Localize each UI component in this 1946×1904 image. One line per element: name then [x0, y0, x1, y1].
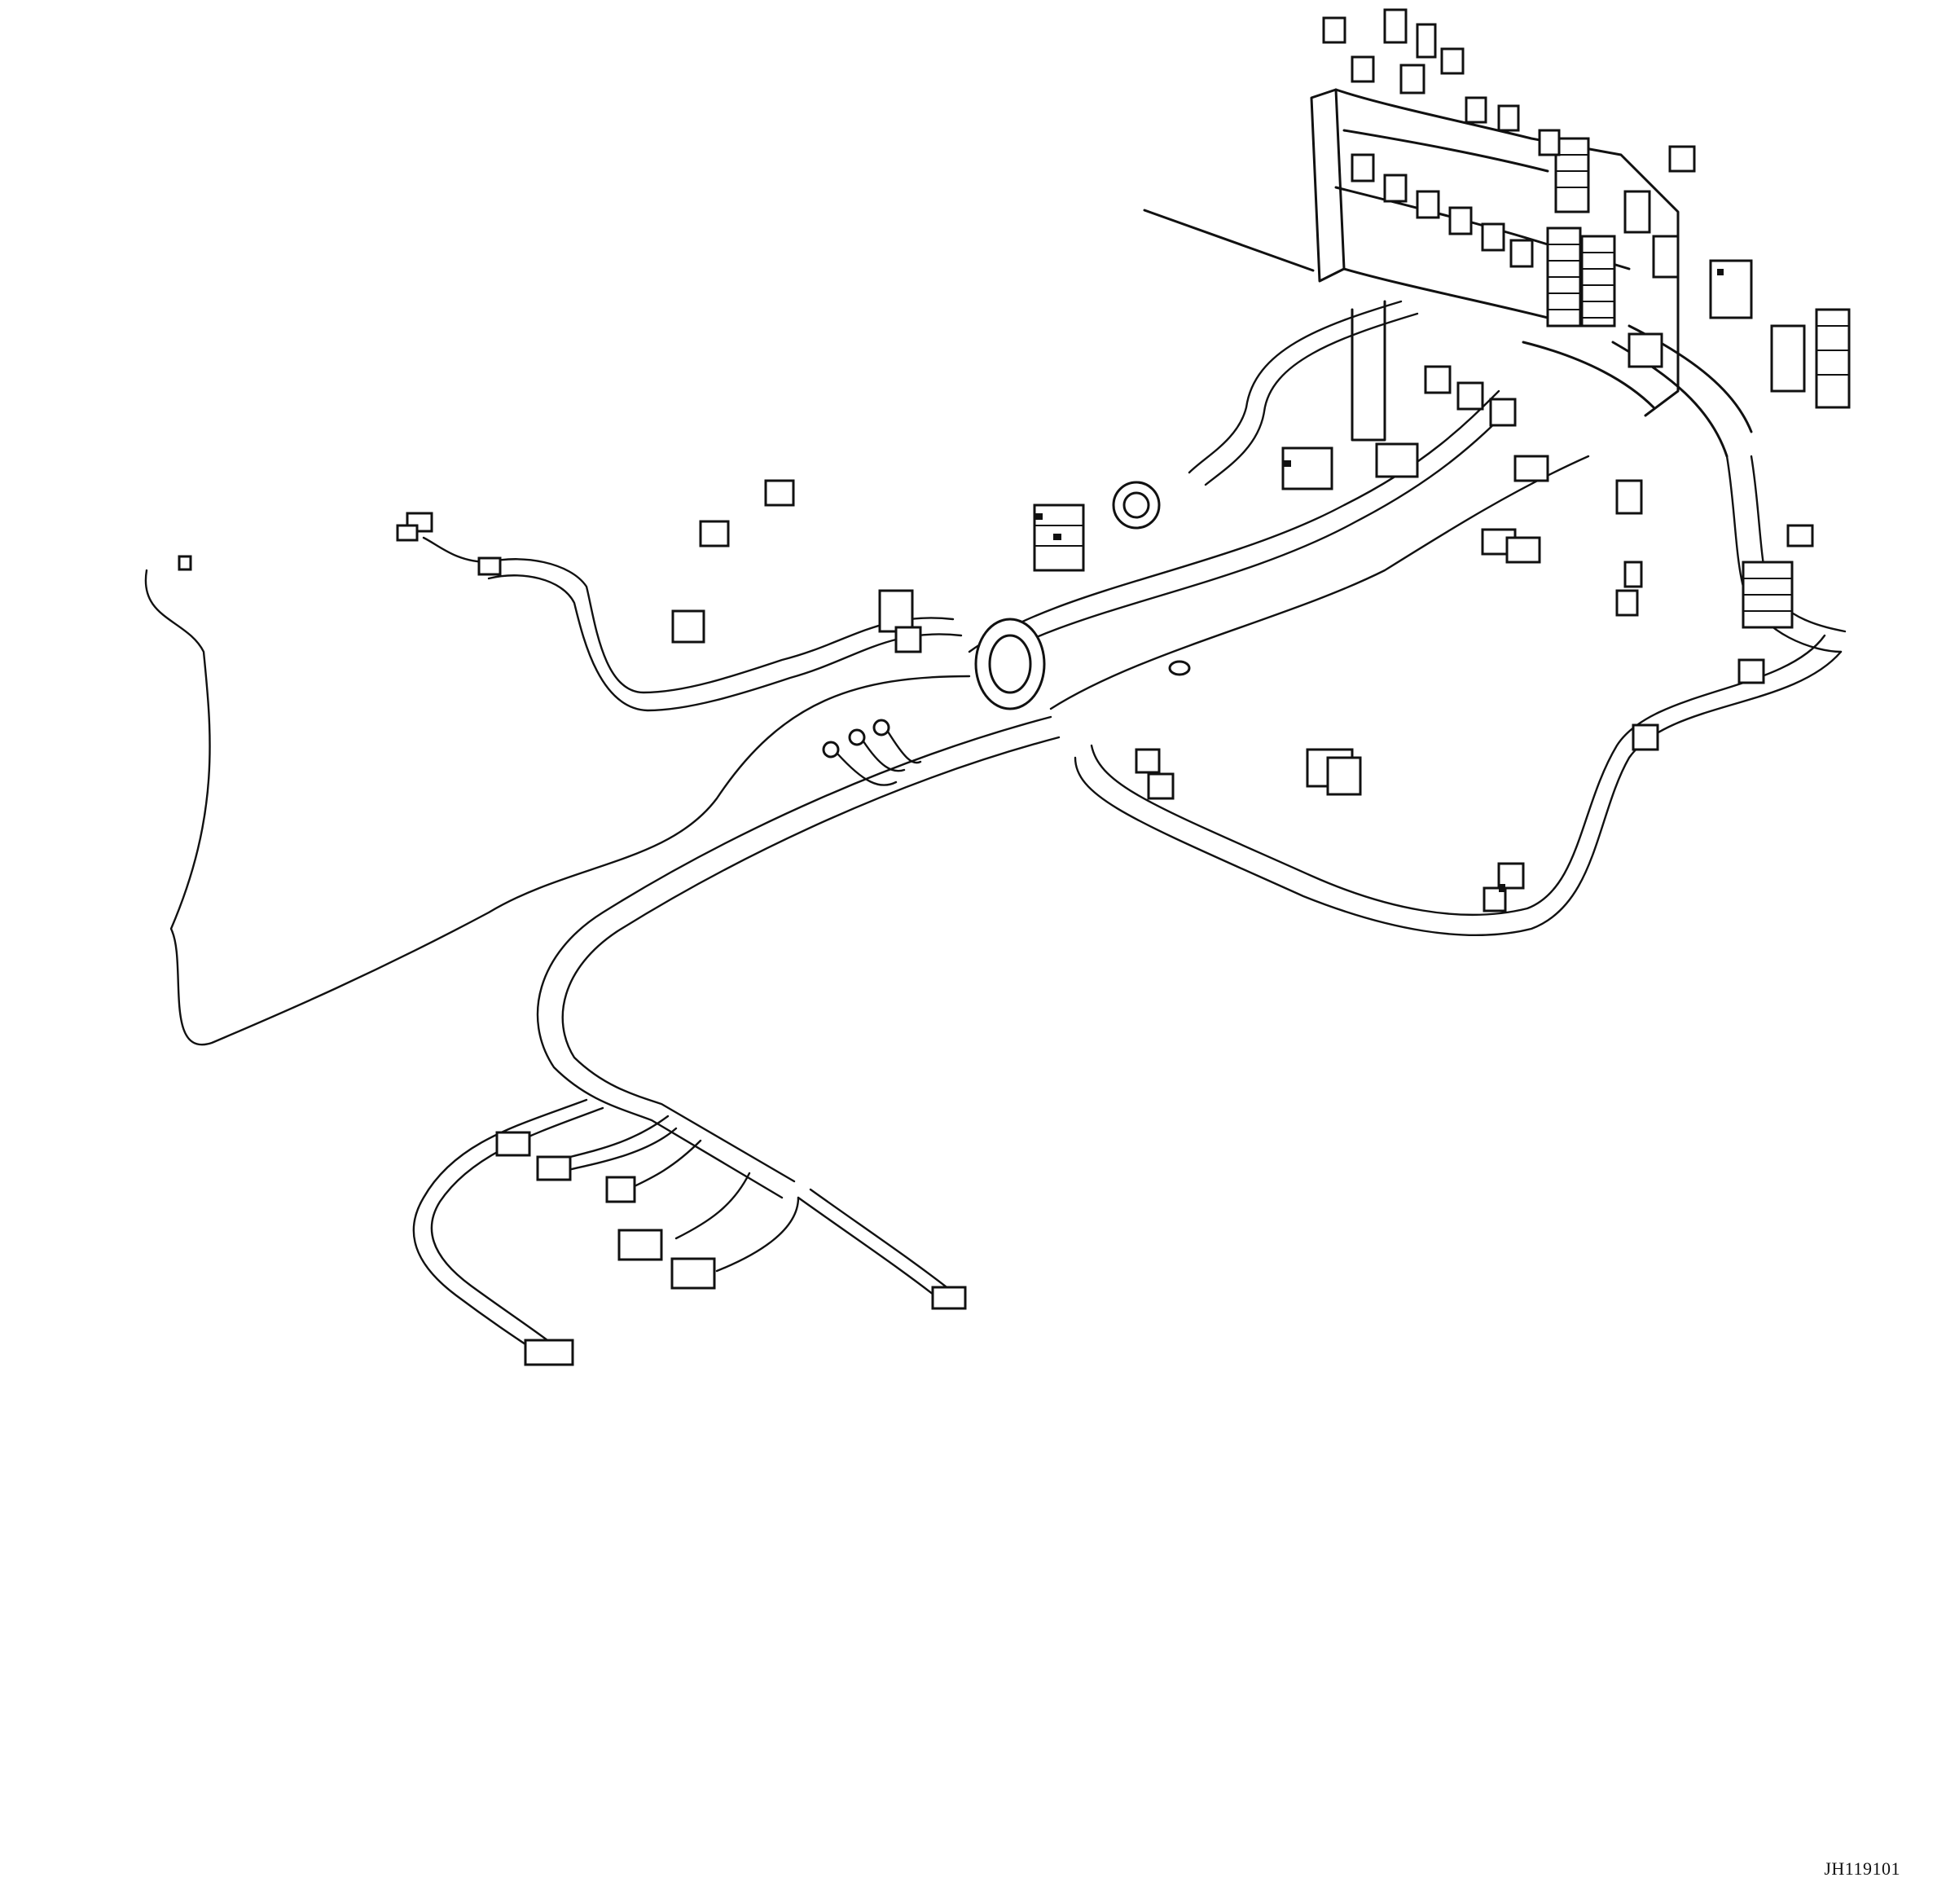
fuse-relay-block — [1310, 88, 1851, 458]
connector-far-left — [178, 555, 192, 571]
connector-mid-5 — [1615, 479, 1643, 515]
top-relay-row — [1322, 8, 1696, 482]
ring-terminal-2 — [848, 728, 866, 746]
connector-lower-left-3 — [605, 1176, 636, 1203]
connector-box-a — [699, 520, 730, 547]
connector-mid-1 — [1281, 446, 1333, 490]
connector-details — [1034, 269, 1724, 892]
connector-lower-left-1 — [495, 1131, 531, 1157]
ring-terminal-3 — [872, 719, 890, 737]
figure-code: JH119101 — [1824, 1858, 1900, 1879]
connector-lower-left-7 — [524, 1339, 574, 1366]
connector-mid-4 — [1513, 455, 1549, 482]
ring-terminal-4 — [1168, 660, 1191, 676]
lower-left-branches — [412, 1098, 959, 1354]
connectors — [178, 442, 1814, 1366]
connector-lower-left-6 — [931, 1286, 967, 1310]
connector-lower-left-4 — [617, 1229, 663, 1261]
connector-lower-left-2 — [536, 1155, 572, 1181]
main-harness-trunk — [144, 300, 1847, 1199]
connector-lower-left-5 — [670, 1257, 716, 1290]
connector-box-c — [671, 609, 705, 644]
connector-box-b — [764, 479, 795, 507]
ring-terminal-1 — [822, 741, 840, 759]
connector-junction — [878, 589, 914, 633]
leader-line — [1143, 209, 1315, 272]
connector-mid-2 — [1375, 442, 1419, 478]
